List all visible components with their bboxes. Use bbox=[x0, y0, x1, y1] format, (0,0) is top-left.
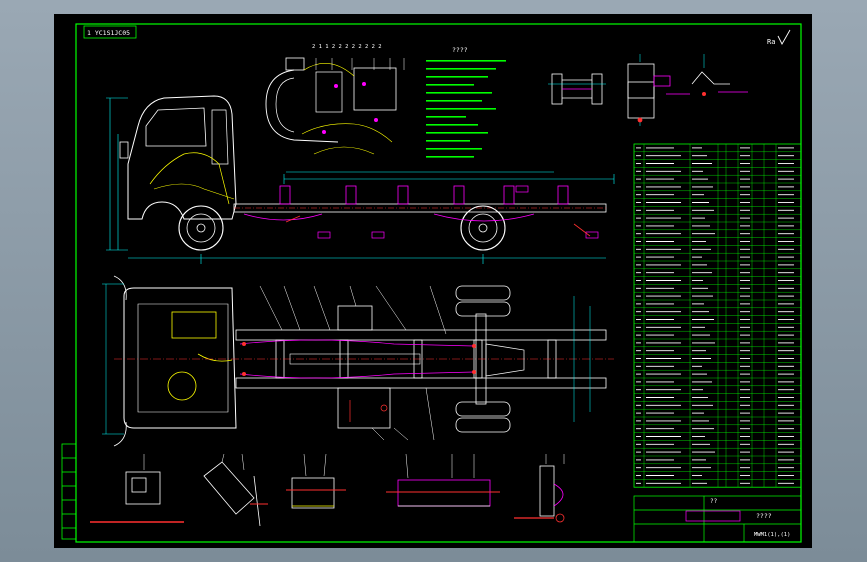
roughness-label: Ra bbox=[767, 38, 775, 46]
plan-view[interactable] bbox=[102, 275, 614, 447]
title-block bbox=[633, 495, 802, 543]
title-drawing-number: MWM1(1),(1) bbox=[754, 532, 790, 538]
detail-sketches-top[interactable] bbox=[548, 54, 748, 126]
rear-wheels-plan-icon bbox=[455, 285, 511, 433]
revision-strip bbox=[61, 443, 77, 540]
fuel-tank-icon bbox=[337, 305, 391, 429]
roughness-symbol-icon bbox=[777, 29, 791, 45]
side-view[interactable] bbox=[106, 95, 615, 264]
technical-notes: ???? bbox=[426, 46, 506, 158]
upper-note: 2 1 1 2 2 2 2 2 2 2 2 bbox=[312, 44, 382, 50]
drawing-sheet: 1 YC1S1JC05 Ra bbox=[54, 14, 812, 548]
front-wheel-icon bbox=[178, 205, 224, 251]
bom-footer: ?? bbox=[710, 498, 718, 505]
notes-lines-icon bbox=[426, 60, 506, 158]
chassis-assembly-drawing[interactable]: 1 YC1S1JC05 Ra bbox=[54, 14, 812, 548]
detail-sketches-bottom[interactable] bbox=[90, 453, 565, 527]
truck-cab-icon bbox=[127, 95, 237, 220]
title-name: ???? bbox=[756, 512, 772, 520]
bill-of-materials-table[interactable] bbox=[633, 143, 802, 488]
cab-plan-outline bbox=[123, 287, 237, 429]
side-dimensions bbox=[106, 97, 615, 264]
title-tag-box bbox=[83, 25, 137, 39]
drawing-border bbox=[75, 23, 802, 543]
plan-dimensions bbox=[102, 283, 591, 435]
notes-title: ???? bbox=[452, 46, 468, 54]
bracket-icon bbox=[125, 471, 161, 505]
brake-piping-view[interactable]: 2 1 1 2 2 2 2 2 2 2 2 bbox=[265, 44, 405, 155]
rear-wheel-icon bbox=[460, 205, 506, 251]
title-tag: 1 YC1S1JC05 bbox=[87, 29, 130, 37]
bom-total: ?? bbox=[710, 498, 718, 505]
